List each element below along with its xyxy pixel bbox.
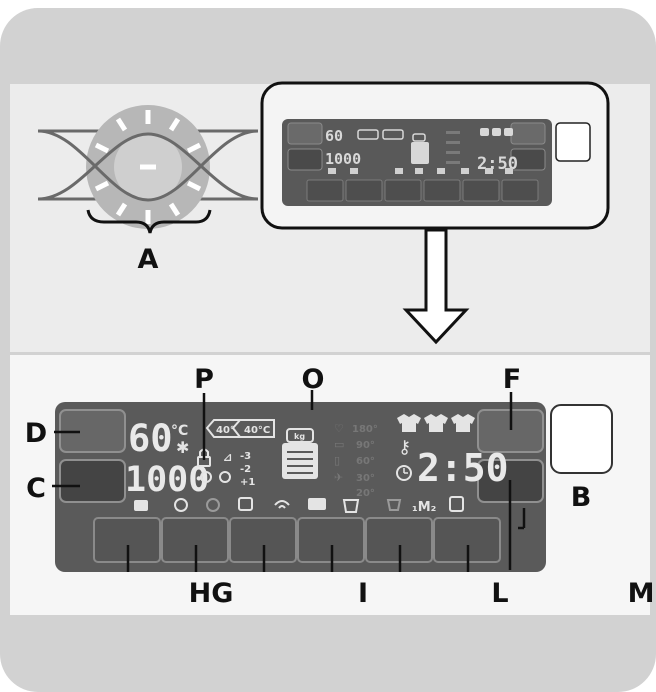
rinse-icon [219,471,231,483]
callout-d: D [25,418,47,449]
time-readout: 2:50 [417,446,509,490]
callout-i: I [358,578,368,609]
callout-f: F [503,364,521,395]
level-2-icon: ▭ [334,438,344,451]
steam-icon [308,498,326,510]
program-knob-square [550,404,613,474]
delay-2-label: 40°C [244,425,270,436]
garment-icons [397,414,475,432]
prewash-icon [200,471,212,483]
option-2-label: -2 [240,464,251,475]
temperature-readout: 60 [128,417,173,460]
basket-icon [134,500,148,511]
delay-1-label: 40°C [216,425,242,436]
detergent-icon [449,496,464,512]
mini-spin: 1000 [325,150,361,168]
level-2-label: 90° [356,440,375,451]
fan-icon [174,498,188,512]
temperature-unit: °C [171,423,188,439]
weight-icon [282,428,318,479]
clock-icon [396,465,412,481]
wifi-icon [274,500,290,506]
key-icon: ⚷ [398,437,411,458]
level-1-icon: ♡ [334,422,344,435]
callout-b: B [571,482,592,513]
option-1-label: -3 [240,451,251,462]
zoom-arrow-icon [402,228,470,345]
fan-dim-icon [206,498,220,512]
snowflake-icon: ✱ [176,438,189,457]
option-3-label: +1 [240,477,255,488]
hand-icon [238,497,253,511]
delay-tag-2 [231,419,275,438]
callout-m: M [628,578,655,609]
level-3-icon: ▯ [334,454,340,467]
tub-icon [342,499,360,513]
spin-readout: 1000 [125,460,209,500]
display-panel: 60 °C ✱ 1000 40°C 40°C ⊿ -3 -2 +1 kg [55,402,546,572]
leader-lines [52,390,526,572]
level-1-label: 180° [352,424,378,435]
mini-knob-square [555,122,591,162]
icon-row [134,496,464,513]
bracket-a [86,209,212,234]
level-4-label: 30° [356,473,375,484]
dim-tub-icon [386,499,402,511]
weight-unit: kg [294,432,305,441]
level-3-label: 60° [356,456,375,467]
option-icon: ⊿ [223,451,232,464]
program-knob-icon [37,105,259,229]
mini-temperature: 60 [325,127,343,145]
callout-c: C [26,473,46,504]
callout-o: O [302,364,325,395]
callout-hg: HG [189,578,234,609]
multi-label: ₁M₂ [412,500,436,515]
level-5-label: 20° [356,488,375,499]
mini-display-panel: 60 1000 2:50 [282,119,552,206]
level-4-icon: ✈ [334,471,343,484]
callout-a: A [138,244,159,275]
button-c[interactable] [59,459,126,503]
callout-p: P [194,364,214,395]
callout-l: L [491,578,508,609]
